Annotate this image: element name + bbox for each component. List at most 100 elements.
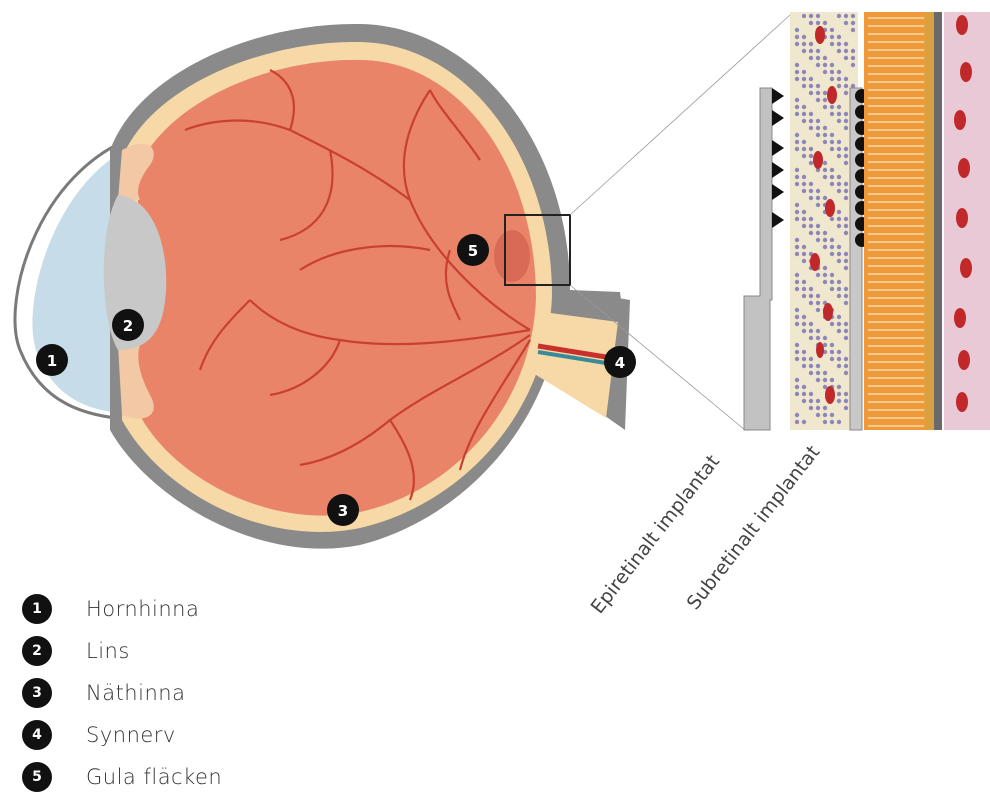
ganglion-dot bbox=[837, 322, 841, 326]
ganglion-dot bbox=[809, 189, 813, 193]
ganglion-dot bbox=[837, 14, 841, 18]
ganglion-dot bbox=[830, 182, 834, 186]
ganglion-dot bbox=[830, 35, 834, 39]
ganglion-dot bbox=[795, 210, 799, 214]
ganglion-dot bbox=[795, 63, 799, 67]
ganglion-dot bbox=[809, 196, 813, 200]
ganglion-dot bbox=[809, 42, 813, 46]
ganglion-dot bbox=[844, 266, 848, 270]
ganglion-dot bbox=[837, 287, 841, 291]
ganglion-dot bbox=[844, 301, 848, 305]
ganglion-dot bbox=[802, 392, 806, 396]
marker-1: 1 bbox=[36, 344, 68, 376]
ganglion-dot bbox=[802, 217, 806, 221]
ganglion-dot bbox=[816, 14, 820, 18]
ganglion-dot bbox=[830, 287, 834, 291]
ganglion-dot bbox=[844, 364, 848, 368]
ganglion-dot bbox=[830, 105, 834, 109]
ganglion-dot bbox=[795, 378, 799, 382]
marker-3: 3 bbox=[327, 494, 359, 526]
ganglion-dot bbox=[809, 336, 813, 340]
ganglion-dot bbox=[823, 105, 827, 109]
ganglion-dot bbox=[844, 147, 848, 151]
ganglion-dot bbox=[795, 203, 799, 207]
ganglion-dot bbox=[809, 147, 813, 151]
ganglion-dot bbox=[823, 273, 827, 277]
ganglion-dot bbox=[802, 294, 806, 298]
ganglion-dot bbox=[802, 175, 806, 179]
ganglion-dot bbox=[844, 287, 848, 291]
ganglion-dot bbox=[809, 294, 813, 298]
ganglion-dot bbox=[823, 98, 827, 102]
ganglion-dot bbox=[795, 105, 799, 109]
ganglion-dot bbox=[844, 336, 848, 340]
ganglion-dot bbox=[830, 357, 834, 361]
ganglion-dot bbox=[802, 329, 806, 333]
legend-label: Gula fläcken bbox=[86, 765, 222, 789]
ganglion-dot bbox=[816, 329, 820, 333]
marker-2: 2 bbox=[112, 309, 144, 341]
ganglion-dot bbox=[816, 336, 820, 340]
ganglion-dot bbox=[802, 315, 806, 319]
ganglion-dot bbox=[816, 273, 820, 277]
ganglion-dot bbox=[844, 154, 848, 158]
ganglion-dot bbox=[809, 112, 813, 116]
ganglion-dot bbox=[844, 56, 848, 60]
ganglion-dot bbox=[844, 182, 848, 186]
ganglion-dot bbox=[802, 420, 806, 424]
ganglion-dot bbox=[802, 245, 806, 249]
ganglion-dot bbox=[830, 140, 834, 144]
ganglion-dot bbox=[837, 49, 841, 53]
ganglion-dot bbox=[830, 350, 834, 354]
ganglion-dot bbox=[844, 119, 848, 123]
ganglion-dot bbox=[795, 98, 799, 102]
ganglion-dot bbox=[809, 392, 813, 396]
ganglion-dot bbox=[823, 413, 827, 417]
ganglion-dot bbox=[830, 168, 834, 172]
ganglion-dot bbox=[837, 280, 841, 284]
ganglion-dot bbox=[844, 294, 848, 298]
ganglion-dot bbox=[795, 217, 799, 221]
ganglion-dot bbox=[802, 357, 806, 361]
ganglion-dot bbox=[795, 77, 799, 81]
ganglion-dot bbox=[830, 77, 834, 81]
ganglion-dot bbox=[795, 70, 799, 74]
ganglion-dot bbox=[809, 77, 813, 81]
ganglion-dot bbox=[802, 77, 806, 81]
ganglion-dot bbox=[795, 280, 799, 284]
legend-item: 5 Gula fläcken bbox=[22, 756, 222, 798]
ganglion-dot bbox=[809, 182, 813, 186]
ganglion-dot bbox=[809, 287, 813, 291]
legend-item: 1 Hornhinna bbox=[22, 588, 222, 630]
ganglion-dot bbox=[802, 182, 806, 186]
ganglion-dot bbox=[837, 140, 841, 144]
ganglion-dot bbox=[823, 91, 827, 95]
legend-item: 4 Synnerv bbox=[22, 714, 222, 756]
ganglion-dot bbox=[816, 119, 820, 123]
ganglion-dot bbox=[844, 189, 848, 193]
ganglion-dot bbox=[795, 182, 799, 186]
ganglion-dot bbox=[823, 63, 827, 67]
ganglion-dot bbox=[795, 175, 799, 179]
ganglion-dot bbox=[802, 189, 806, 193]
ganglion-dot bbox=[816, 301, 820, 305]
ganglion-dot bbox=[795, 392, 799, 396]
ganglion-dot bbox=[823, 56, 827, 60]
ganglion-dot bbox=[837, 42, 841, 46]
legend-item: 3 Näthinna bbox=[22, 672, 222, 714]
ganglion-dot bbox=[844, 126, 848, 130]
ganglion-dot bbox=[844, 322, 848, 326]
ganglion-dot bbox=[816, 126, 820, 130]
ganglion-dot bbox=[816, 189, 820, 193]
ganglion-dot bbox=[802, 147, 806, 151]
ganglion-dot bbox=[795, 245, 799, 249]
ganglion-dot bbox=[795, 42, 799, 46]
ganglion-dot bbox=[816, 371, 820, 375]
ganglion-dot bbox=[823, 21, 827, 25]
ganglion-dot bbox=[816, 133, 820, 137]
ganglion-dot bbox=[795, 420, 799, 424]
ganglion-dot bbox=[816, 364, 820, 368]
ganglion-dot bbox=[809, 161, 813, 165]
ganglion-dot bbox=[802, 210, 806, 214]
ganglion-dot bbox=[837, 210, 841, 214]
